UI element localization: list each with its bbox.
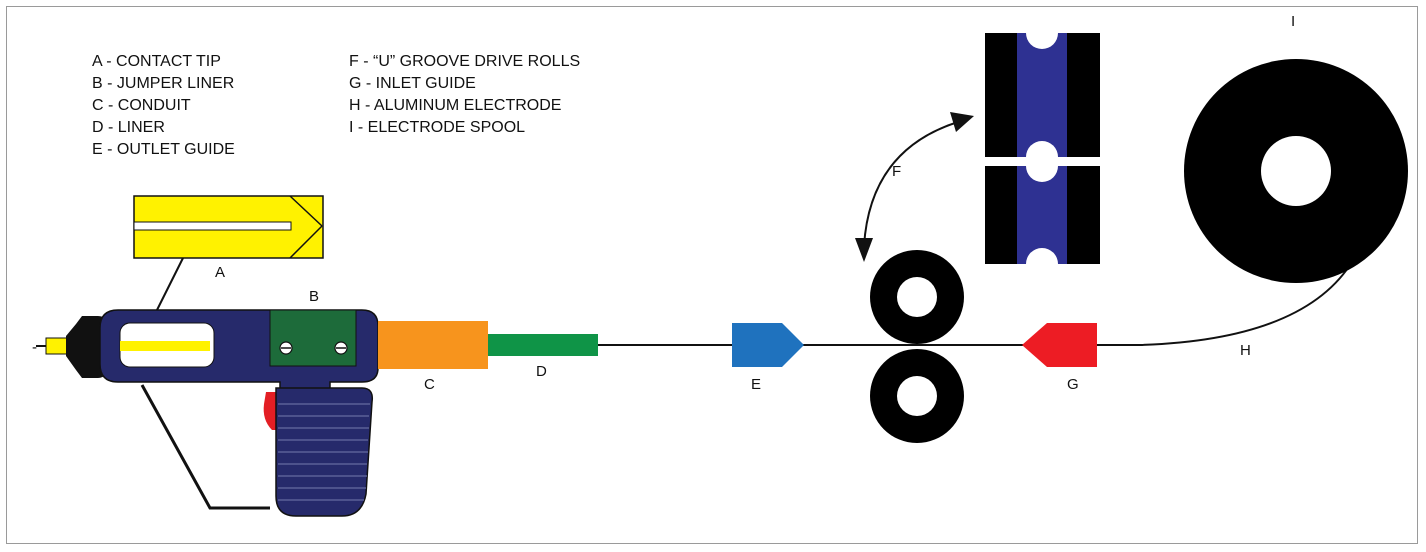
label-c: C [424,376,435,393]
gun-handle [275,387,374,517]
legend-item-b: B - JUMPER LINER [92,75,234,92]
legend-item-a: A - CONTACT TIP [92,53,221,70]
outlet-guide [732,323,804,367]
label-e: E [751,376,761,393]
legend-item-i: I - ELECTRODE SPOOL [349,119,525,136]
conduit [378,321,488,369]
inlet-guide [1022,323,1097,367]
legend-item-f: F - “U” GROOVE DRIVE ROLLS [349,53,580,70]
electrode-spool [1184,59,1408,283]
label-f: F [892,163,901,180]
label-g: G [1067,376,1079,393]
groove-roll-detail-bottom [985,166,1100,264]
jumper-liner-block [269,309,357,367]
drive-roll-upper [870,250,964,344]
liner [488,334,598,356]
label-a: A [215,264,225,281]
label-d: D [536,363,547,380]
electrode-wire-from-spool [1098,264,1351,346]
legend-item-e: E - OUTLET GUIDE [92,141,235,158]
drive-roll-lower [870,349,964,443]
drive-roll-arrow [855,112,974,262]
legend-item-g: G - INLET GUIDE [349,75,476,92]
legend: A - CONTACT TIP B - JUMPER LINER C - CON… [92,53,580,158]
legend-item-d: D - LINER [92,119,165,136]
legend-item-c: C - CONDUIT [92,97,191,114]
contact-tip-detail [133,195,324,259]
legend-item-h: H - ALUMINUM ELECTRODE [349,97,561,114]
gun-nozzle [45,316,108,378]
label-b: B [309,288,319,305]
label-i: I [1291,13,1295,30]
leader-line-gun [140,384,270,510]
label-h: H [1240,342,1251,359]
diagram-frame [6,6,1418,544]
groove-roll-detail-top [985,33,1100,157]
label-dash: - [32,339,37,356]
